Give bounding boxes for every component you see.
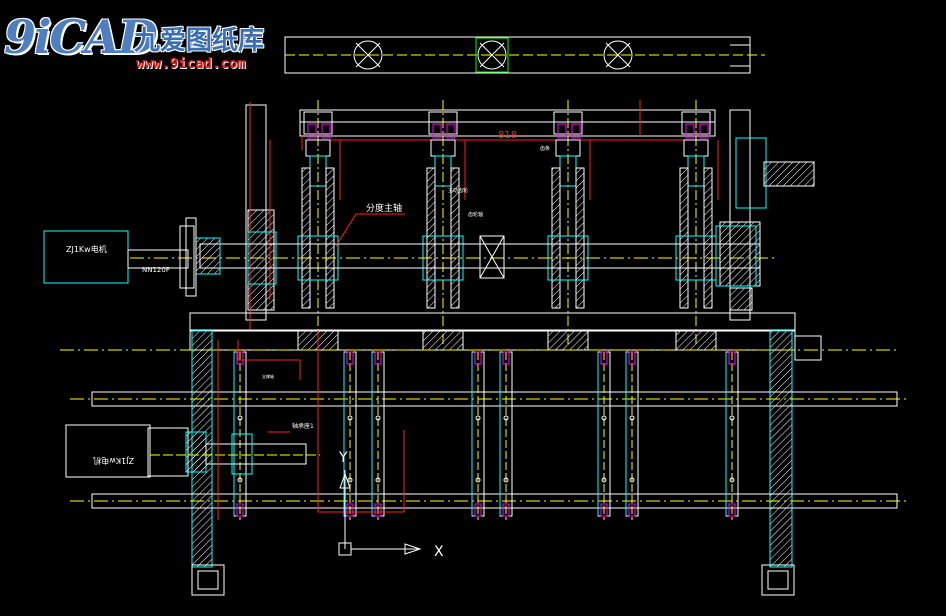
support-post	[343, 351, 357, 520]
divider-spindle	[675, 100, 719, 351]
top-motor-model: NN120F	[142, 266, 170, 274]
support-post	[371, 351, 385, 520]
support-post	[597, 351, 611, 520]
rail-bearing	[475, 37, 509, 73]
support-post	[725, 351, 739, 520]
top-motor: ZJ1Kw电机 NN120F	[43, 217, 197, 297]
bottom-motor: ZJ1Kw电机 轴承座1 支撑轴	[65, 373, 320, 478]
divider-shaft-callout: 分度主轴 齿条 主动齿轮 齿轮轴	[335, 145, 550, 247]
bottom-motor-label: ZJ1Kw电机	[93, 456, 134, 466]
right-frame-column	[719, 109, 815, 321]
support-post	[499, 351, 513, 520]
top-guide-rail	[284, 36, 765, 74]
dimension-818-text: 818	[498, 130, 517, 141]
top-motor-label: ZJ1Kw电机	[66, 244, 107, 254]
divider-spindles	[297, 100, 719, 351]
note-d: 支撑轴	[262, 373, 274, 379]
main-shaft	[130, 225, 775, 287]
support-post	[233, 351, 247, 520]
site-logo: 9iCAD 九爱图纸库 www.9icad.com	[0, 6, 300, 74]
rail-bearing	[603, 40, 633, 70]
logo-url: www.9icad.com	[136, 56, 246, 72]
rail-bearing	[353, 40, 383, 70]
bearing-label: 轴承座1	[292, 422, 314, 430]
dimension-818: 818	[326, 130, 700, 141]
upper-cross-beam	[299, 100, 716, 150]
axis-x-label: X	[434, 544, 444, 560]
axis-y-label: Y	[338, 450, 348, 466]
divider-shaft-label: 分度主轴	[366, 202, 402, 214]
red-guide-lines	[217, 330, 405, 520]
logo-chinese-name: 九爱图纸库	[134, 26, 265, 56]
lower-support-posts	[233, 351, 739, 520]
note-a: 齿条	[540, 145, 550, 152]
note-c: 齿轮轴	[468, 211, 483, 218]
support-post	[471, 351, 485, 520]
lower-rails	[70, 391, 910, 509]
divider-spindle	[547, 100, 591, 351]
right-leg	[761, 330, 795, 596]
ucs-icon: X Y	[338, 450, 444, 560]
note-b: 主动齿轮	[448, 187, 468, 194]
logo-mark: 9iCAD	[4, 10, 158, 64]
left-frame-column	[245, 102, 275, 330]
support-post	[625, 351, 639, 520]
